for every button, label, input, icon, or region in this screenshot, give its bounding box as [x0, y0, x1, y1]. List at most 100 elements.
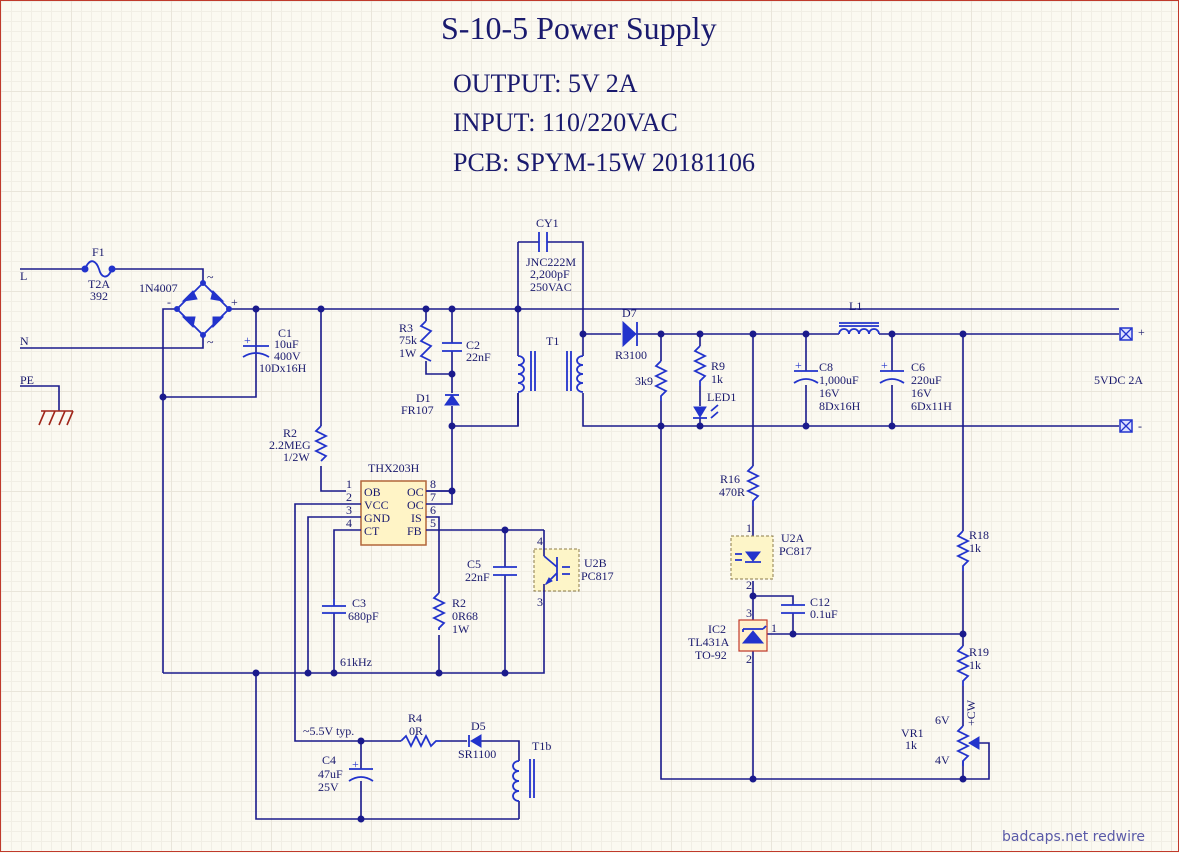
inductor-l1-icon — [838, 322, 880, 335]
r19-value: 1k — [969, 658, 981, 672]
ic2-pin1: 1 — [771, 621, 777, 635]
led1-icon — [693, 404, 719, 419]
input-N-label: N — [20, 334, 29, 348]
u1-pin-is: IS — [411, 511, 422, 525]
wires-input — [20, 268, 1119, 673]
shunt-regulator-icon — [741, 625, 767, 644]
c4-value: 47uF — [318, 767, 343, 781]
output-rating-label: 5VDC 2A — [1094, 373, 1143, 387]
earth-ground-icon — [38, 410, 74, 426]
transformer-t1b-winding-icon — [512, 759, 535, 802]
t1-ref: T1 — [546, 334, 559, 348]
c12-ref: C12 — [810, 595, 830, 609]
spec-output: OUTPUT: 5V 2A — [453, 69, 638, 98]
c2-value: 22nF — [466, 350, 491, 364]
resistor-r18-icon — [955, 530, 971, 571]
u2b-pin4: 4 — [537, 534, 543, 548]
output-terminal-minus[interactable] — [1119, 419, 1133, 433]
svg-text:+: + — [244, 333, 251, 347]
u1-num3: 3 — [346, 503, 352, 517]
c8-value: 1,000uF — [819, 373, 859, 387]
f1-rating: T2A — [88, 277, 110, 291]
u2a-pin1: 1 — [746, 521, 752, 535]
u2a-ref: U2A — [781, 531, 805, 545]
u2a-part: PC817 — [779, 544, 812, 558]
ic-u1-ref: THX203H — [368, 461, 420, 475]
r16-value: 470R — [719, 485, 745, 499]
c5-value: 22nF — [465, 570, 490, 584]
c6-value: 220uF — [911, 373, 942, 387]
c1-ref: C1 — [278, 326, 292, 340]
resistor-r16-icon — [745, 465, 761, 506]
c1-size: 10Dx16H — [259, 361, 307, 375]
bridge-ref: 1N4007 — [139, 281, 178, 295]
led1-ref: LED1 — [707, 390, 736, 404]
d1-ref: D1 — [416, 391, 431, 405]
u2b-part: PC817 — [581, 569, 614, 583]
bridge-plus: + — [231, 295, 238, 309]
u1-pin-ob: OB — [364, 485, 381, 499]
r3-value: 75k — [399, 333, 417, 347]
capacitor-cy1-icon — [538, 232, 548, 252]
c8-ref: C8 — [819, 360, 833, 374]
output-plus-label: + — [1138, 325, 1145, 339]
ic2-pin3: 3 — [746, 606, 752, 620]
r2b-power: 1W — [452, 622, 470, 636]
u1-num8: 8 — [430, 477, 436, 491]
u1-num4: 4 — [346, 516, 352, 530]
c6-voltage: 16V — [911, 386, 932, 400]
c1-value: 10uF — [274, 337, 299, 351]
output-minus-label: - — [1138, 419, 1142, 433]
capacitor-c1-icon: + — [242, 333, 270, 358]
r18-ref: R18 — [969, 528, 989, 542]
r2b-ref: R2 — [452, 596, 466, 610]
c3-ref: C3 — [352, 596, 366, 610]
r2a-ref: R2 — [283, 426, 297, 440]
opto-led-icon — [735, 551, 762, 563]
ic2-package: TO-92 — [695, 648, 727, 662]
schematic-title: S-10-5 Power Supply — [441, 10, 717, 46]
input-L-label: L — [20, 269, 27, 283]
resistor-r2-startup-icon — [313, 425, 329, 462]
fuse-f1-icon — [81, 260, 116, 278]
c2-ref: C2 — [466, 338, 480, 352]
u1-pin-gnd: GND — [364, 511, 390, 525]
svg-text:+: + — [881, 358, 888, 372]
diode-d7-icon — [622, 320, 637, 348]
vr1-low-label: 4V — [935, 753, 950, 767]
c6-ref: C6 — [911, 360, 925, 374]
ic2-ref: IC2 — [708, 622, 726, 636]
u1-num1: 1 — [346, 477, 352, 491]
capacitor-c4-icon: + — [348, 757, 374, 782]
capacitor-c3-icon — [322, 599, 346, 614]
u1-pin-ct: CT — [364, 524, 380, 538]
r-3k9-value: 3k9 — [635, 374, 653, 388]
u1-pin-vcc: VCC — [364, 498, 389, 512]
r2a-power: 1/2W — [283, 450, 310, 464]
f1-ref: F1 — [92, 245, 105, 259]
r3-ref: R3 — [399, 321, 413, 335]
output-terminal-plus[interactable] — [1119, 327, 1133, 341]
u1-num2: 2 — [346, 490, 352, 504]
ic-thx203h-body — [360, 480, 427, 546]
bridge-ac2: ~ — [207, 335, 214, 349]
phototransistor-icon — [543, 555, 570, 585]
r16-ref: R16 — [720, 472, 740, 486]
u2b-pin3: 3 — [537, 595, 543, 609]
bridge-rectifier-icon — [174, 280, 232, 338]
cy1-value: 2,200pF — [530, 267, 570, 281]
transformer-t1-icon — [517, 351, 584, 393]
c8-voltage: 16V — [819, 386, 840, 400]
vr1-value: 1k — [905, 738, 917, 752]
vr1-high-label: 6V — [935, 713, 950, 727]
capacitor-c12-icon — [781, 604, 805, 614]
c4-ref: C4 — [322, 753, 336, 767]
r2a-value: 2.2MEG — [269, 438, 311, 452]
u1-num7: 7 — [430, 490, 436, 504]
svg-text:+: + — [352, 757, 359, 771]
diode-d5-icon — [470, 734, 482, 748]
potentiometer-vr1-icon[interactable] — [955, 725, 980, 766]
d5-part: SR1100 — [458, 747, 496, 761]
